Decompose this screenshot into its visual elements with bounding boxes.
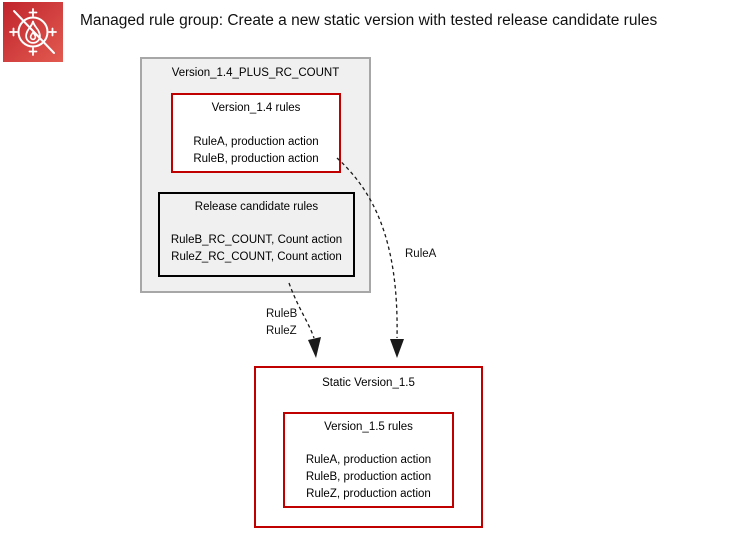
release-candidate-rules-box: Release candidate rules RuleB_RC_COUNT, … [158,192,355,277]
version-14-rules-title: Version_1.4 rules [211,102,301,114]
arrow-rule-b-z-head [308,337,321,358]
version-15-rules-box: Version_1.5 rules RuleA, production acti… [283,412,454,508]
arrow-label-rule-z: RuleZ [266,325,297,337]
arrow-label-rule-b: RuleB [266,308,298,320]
page-title: Managed rule group: Create a new static … [80,12,658,29]
aws-waf-icon [3,2,63,62]
arrow-label-rule-a: RuleA [405,248,437,260]
release-candidate-rules-title: Release candidate rules [194,201,319,213]
rule-line: RuleZ_RC_COUNT, Count action [171,251,342,263]
spacer [160,214,353,232]
version-15-rules-title: Version_1.5 rules [324,421,413,433]
version-14-rules-box: Version_1.4 rules RuleA, production acti… [171,93,341,173]
rule-line: RuleB, production action [305,471,432,483]
rule-line: RuleA, production action [305,454,432,466]
static-version-15-title: Static Version_1.5 [322,377,415,389]
spacer [285,434,452,452]
rule-line: RuleZ, production action [306,488,431,500]
rule-line: RuleA, production action [193,136,319,148]
rule-line: RuleB_RC_COUNT, Count action [170,234,343,246]
rule-line: RuleB, production action [193,153,319,165]
spacer [173,115,339,134]
group-box-title: Version_1.4_PLUS_RC_COUNT [171,67,340,79]
arrow-rule-a-head [390,339,404,358]
